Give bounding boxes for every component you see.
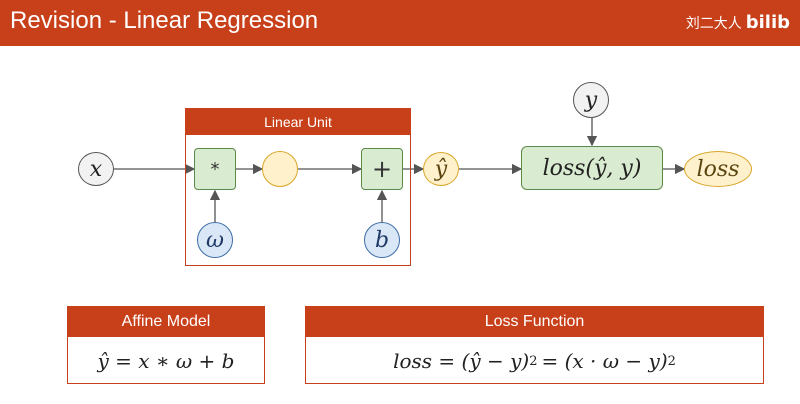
input-x-node: x [78,152,114,186]
intermediate-node [262,151,298,187]
loss-function-header: Loss Function [306,307,763,337]
loss-function-formula: loss = (ŷ − y)2 = (x · ω − y)2 [306,339,763,383]
bias-b-node: b [364,222,400,258]
affine-model-panel: Affine Model ŷ = x ∗ ω + b [67,306,265,384]
loss-formula-exponent2: 2 [667,353,676,369]
affine-model-header: Affine Model [68,307,264,337]
linear-unit-frame: Linear Unit [185,108,411,266]
linear-unit-label: Linear Unit [186,109,410,135]
weight-omega-node: ω [197,222,233,258]
add-operator: + [361,148,403,190]
slide-title: Revision - Linear Regression [10,7,319,34]
loss-function-node: loss(ŷ, y) [521,146,663,190]
loss-output-node: loss [684,151,752,187]
prediction-yhat-node: ŷ [423,152,459,186]
loss-formula-part2: = (x · ω − y) [541,349,668,373]
multiply-operator: * [194,148,236,190]
loss-function-panel: Loss Function loss = (ŷ − y)2 = (x · ω −… [305,306,764,384]
loss-formula-exponent1: 2 [529,353,538,369]
affine-model-formula: ŷ = x ∗ ω + b [97,349,235,373]
loss-formula-part1: loss = (ŷ − y) [393,349,530,373]
watermark-author: 刘二大人 [685,16,742,32]
bilibili-logo: bilib [745,12,790,33]
target-y-node: y [573,82,609,118]
